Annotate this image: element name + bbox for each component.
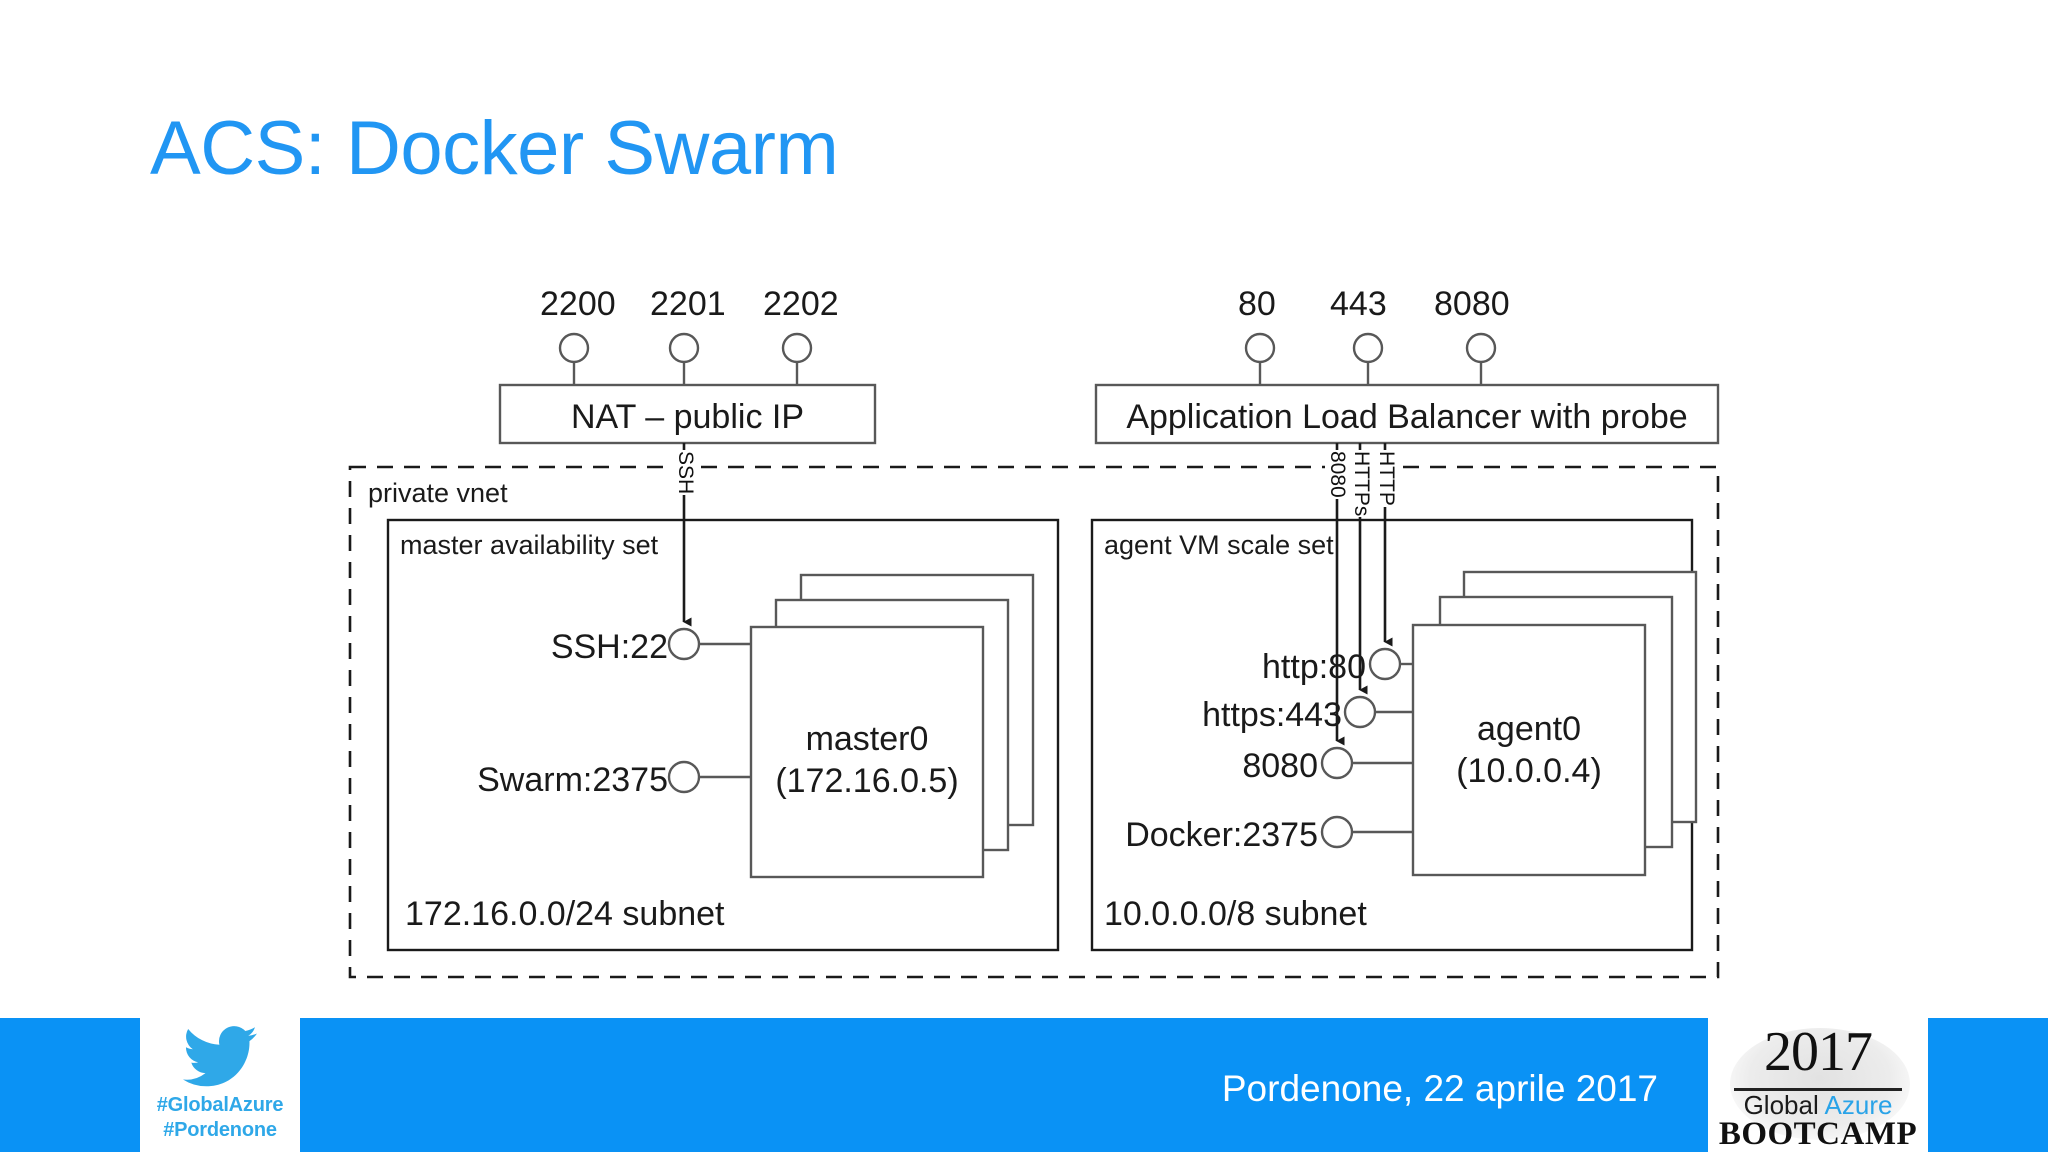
logo-global-text: Global: [1743, 1090, 1825, 1120]
agent-vm-scale-set-label: agent VM scale set: [1104, 530, 1334, 560]
agent-endpoint-http: http:80: [1262, 648, 1366, 686]
agent-endpoint-8080: 8080: [1242, 747, 1318, 785]
private-vnet-label: private vnet: [368, 478, 508, 508]
logo-global-azure: Global Azure: [1708, 1092, 1928, 1118]
slide-footer: #GlobalAzure #Pordenone Pordenone, 22 ap…: [0, 1006, 2048, 1152]
page-title: ACS: Docker Swarm: [150, 106, 839, 191]
logo-year: 2017: [1764, 1021, 1873, 1083]
global-azure-bootcamp-logo: 2017 Global Azure BOOTCAMP: [1708, 1018, 1928, 1152]
nat-box-label: NAT – public IP: [570, 398, 805, 436]
nat-port-label-1: 2201: [650, 285, 726, 323]
logo-divider: [1734, 1088, 1902, 1091]
master-subnet-label: 172.16.0.0/24 subnet: [405, 895, 725, 933]
lb-connector-label-http: HTTP: [1374, 450, 1398, 507]
agent-node-ip: (10.0.0.4): [1456, 752, 1602, 790]
architecture-diagram: 2200 2201 2202 80 443 8080 NAT – public …: [348, 285, 1720, 979]
twitter-hashtag-2: #Pordenone: [163, 1119, 277, 1141]
nat-port-label-2: 2202: [763, 285, 839, 323]
footer-bar-left: [0, 1018, 140, 1152]
footer-bar-right: [1928, 1018, 2048, 1152]
twitter-icon: [183, 1026, 257, 1087]
lb-port-label-0: 80: [1238, 285, 1276, 323]
master-availability-set-label: master availability set: [400, 530, 659, 560]
logo-bootcamp-text: BOOTCAMP: [1718, 1116, 1918, 1152]
diagram-vector-layer: [348, 332, 1720, 979]
master-endpoint-ssh: SSH:22: [550, 628, 668, 666]
agent-endpoint-docker: Docker:2375: [1125, 816, 1318, 854]
nat-port-label-0: 2200: [540, 285, 616, 323]
lb-port-label-2: 8080: [1434, 285, 1510, 323]
lb-port-label-1: 443: [1330, 285, 1387, 323]
cloud-shape-icon: [1730, 1028, 1910, 1140]
nat-connector-label-ssh: SSH: [673, 450, 697, 496]
logo-azure-text: Azure: [1824, 1090, 1893, 1120]
twitter-badge: #GlobalAzure #Pordenone: [140, 1018, 300, 1152]
footer-date-text: Pordenone, 22 aprile 2017: [1221, 1068, 1658, 1109]
agent-node-name: agent0: [1477, 710, 1581, 748]
footer-bar-main: [300, 1018, 1708, 1152]
agent-endpoint-https: https:443: [1202, 696, 1342, 734]
master-node-name: master0: [805, 720, 929, 758]
twitter-hashtag-1: #GlobalAzure: [156, 1094, 284, 1116]
master-endpoint-swarm: Swarm:2375: [477, 761, 668, 799]
lb-connector-label-https: HTTPs: [1349, 450, 1373, 518]
master-node-ip: (172.16.0.5): [775, 762, 959, 800]
lb-connector-label-8080: 8080: [1325, 450, 1349, 499]
agent-subnet-label: 10.0.0.0/8 subnet: [1104, 895, 1367, 933]
load-balancer-box-label: Application Load Balancer with probe: [1126, 398, 1688, 436]
